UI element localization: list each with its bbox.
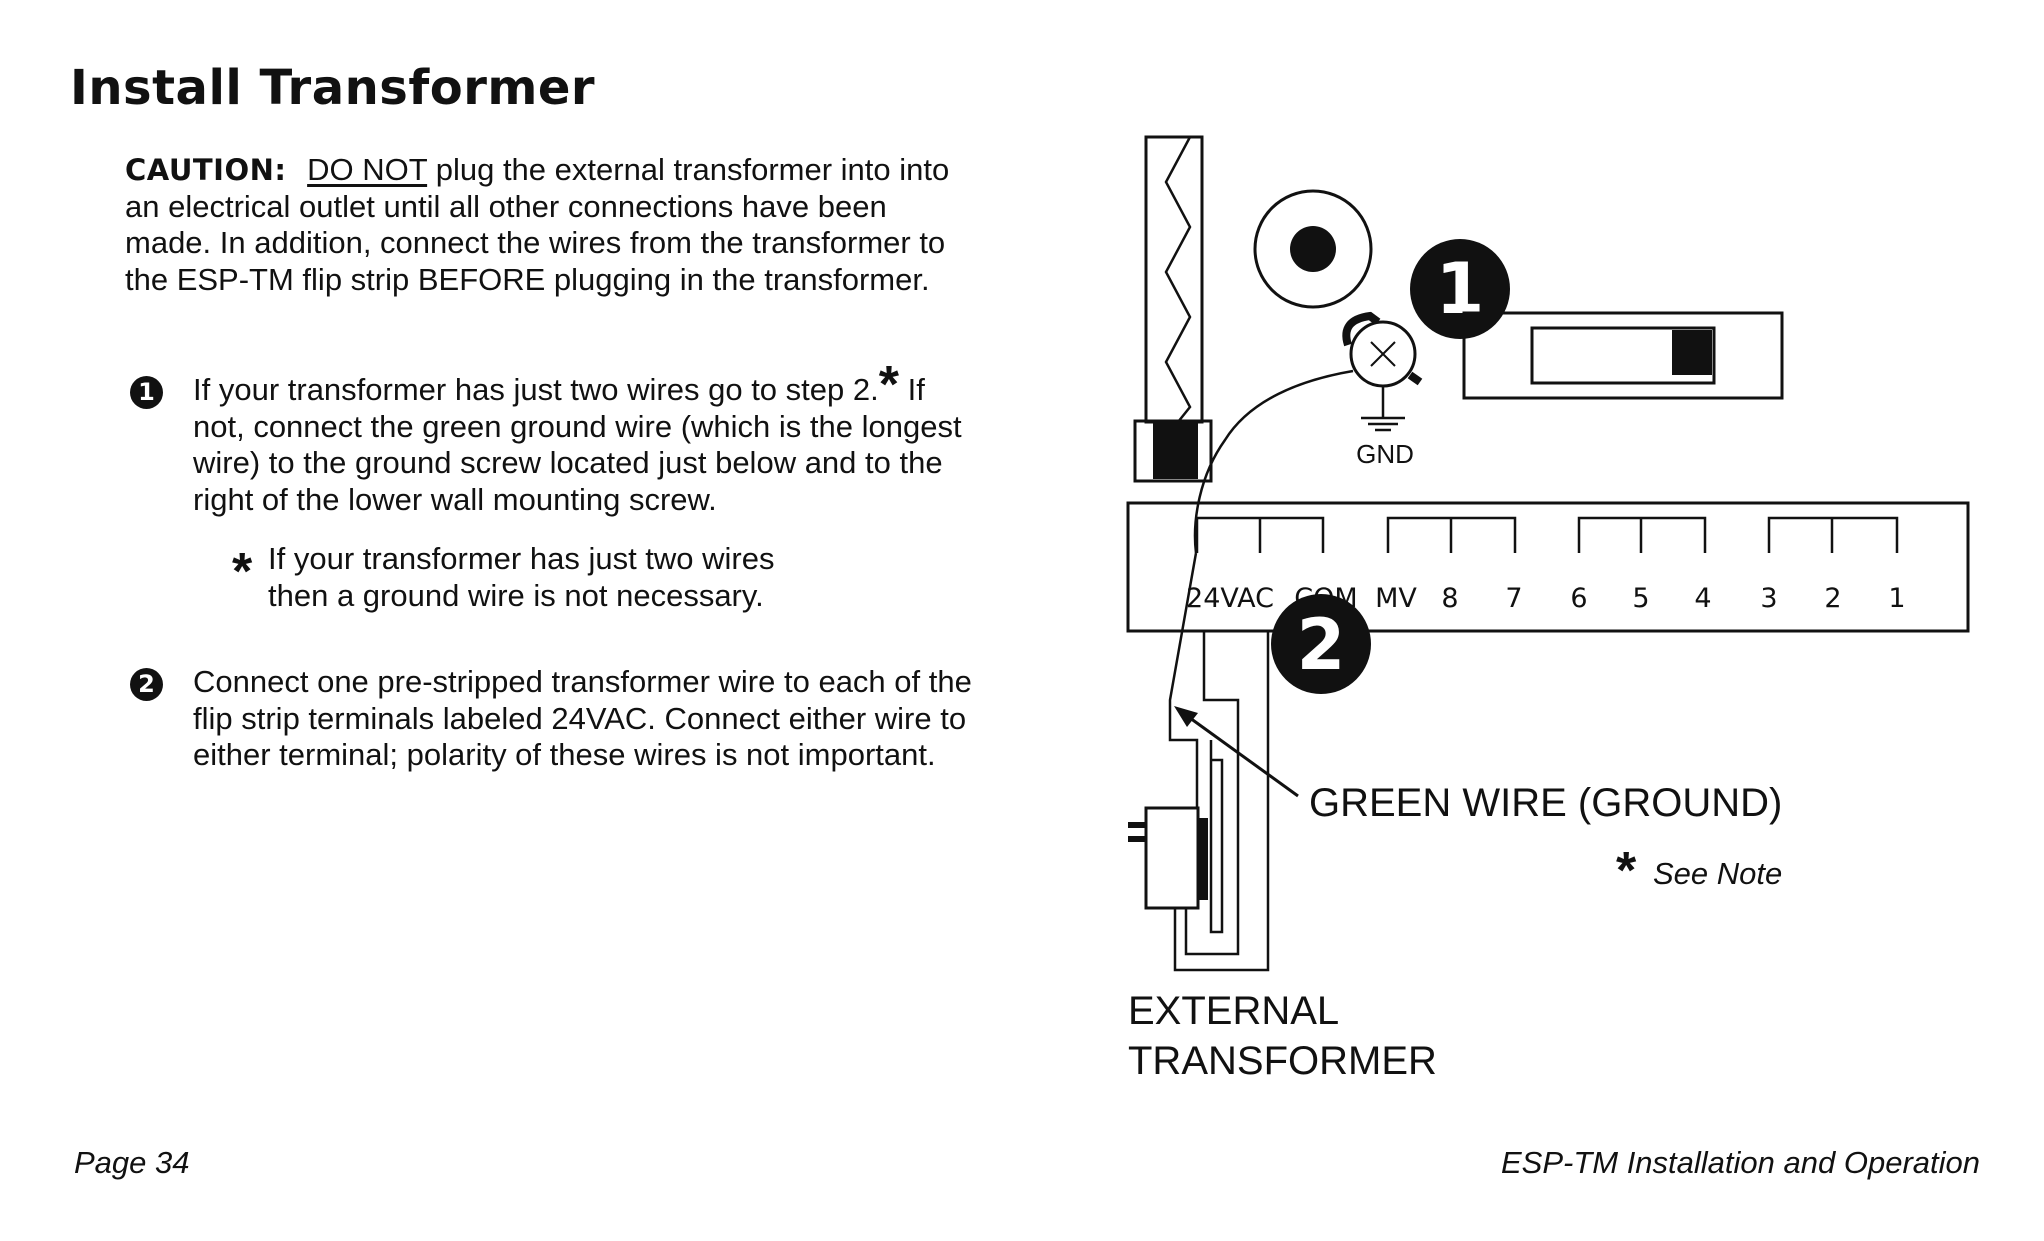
page-number: Page 34 [74, 1145, 190, 1180]
green-wire [1193, 369, 1354, 554]
caution-text: plug the external transformer into into … [125, 152, 950, 297]
see-note-label: See Note [1653, 856, 1782, 891]
green-wire-label: GREEN WIRE (GROUND) [1309, 781, 1782, 825]
transformer-plug-icon [1128, 806, 1208, 910]
caution-emphasis: DO NOT [307, 152, 428, 187]
power-switch [1462, 311, 1784, 400]
terminal-label-7: 7 [1505, 583, 1522, 614]
step-1-text: If your transformer has just two wires g… [193, 372, 879, 407]
callout-1-label: 1 [1436, 248, 1485, 330]
terminal-label-8: 8 [1441, 583, 1458, 614]
caution-label: CAUTION: [125, 153, 287, 187]
mounting-screw-icon [1253, 189, 1373, 309]
caution-paragraph: CAUTION: DO NOT plug the external transf… [125, 152, 965, 298]
callout-1-badge: 1 [1410, 239, 1510, 339]
ground-label: GND [1356, 439, 1414, 469]
flip-strip [1126, 501, 1970, 633]
note-text: If your transformer has just two wires t… [268, 541, 775, 613]
terminal-label-1: 1 [1888, 583, 1905, 614]
transformer-label-line1: EXTERNAL [1128, 989, 1339, 1033]
terminal-label-2: 2 [1824, 583, 1841, 614]
terminal-brackets [1195, 516, 1899, 553]
callout-2-badge: 2 [1271, 594, 1371, 694]
asterisk-icon: * [878, 356, 899, 414]
bracket-clip [1153, 423, 1198, 479]
terminal-label-5: 5 [1632, 583, 1649, 614]
step-2-text: Connect one pre-stripped transformer wir… [193, 664, 972, 772]
page-title: Install Transformer [70, 60, 596, 116]
mounting-bracket [1133, 135, 1213, 483]
step-2-number-badge: 2 [130, 668, 163, 701]
callout-2-label: 2 [1297, 604, 1346, 686]
asterisk-icon: * [1616, 842, 1637, 900]
terminal-label-mv: MV [1375, 583, 1417, 614]
document-title: ESP-TM Installation and Operation [1500, 1145, 1980, 1180]
terminal-label-6: 6 [1570, 583, 1587, 614]
step-1-number-badge: 1 [130, 376, 163, 409]
step-1-continuation: If not, connect the green ground wire (w… [193, 372, 962, 517]
note-two-wires: * If your transformer has just two wires… [232, 540, 852, 614]
transformer-label-line2: TRANSFORMER [1128, 1039, 1437, 1083]
terminal-label-24vac: 24VAC [1186, 583, 1274, 614]
arrow-icon [1174, 706, 1299, 798]
terminal-label-4: 4 [1694, 583, 1711, 614]
switch-toggle [1672, 330, 1712, 375]
ground-screw-icon [1342, 311, 1423, 388]
ground-symbol-icon [1361, 386, 1405, 432]
terminal-label-3: 3 [1760, 583, 1777, 614]
step-1-text-block: If your transformer has just two wires g… [193, 359, 983, 518]
